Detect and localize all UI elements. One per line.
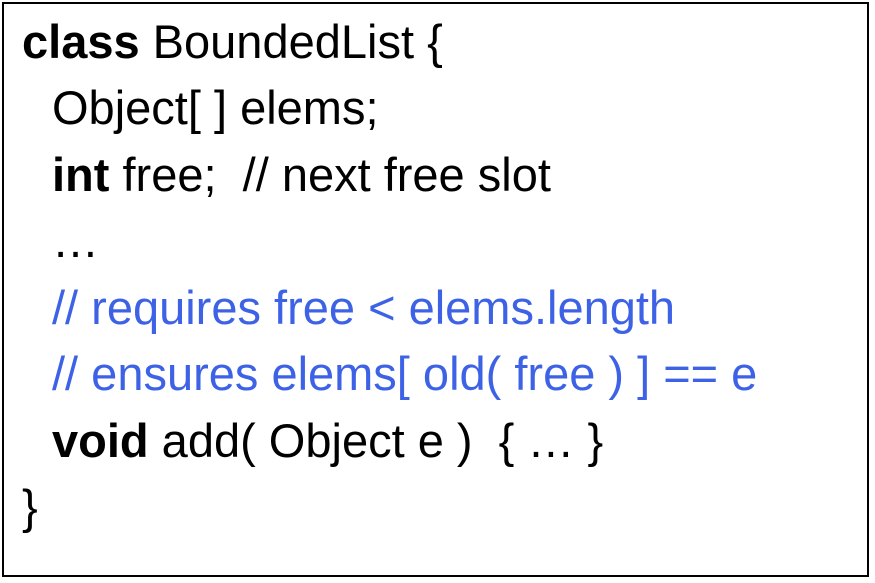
requires-comment-line: // requires free < elems.length — [52, 280, 675, 336]
field-elems-text: Object[ ] elems; — [52, 81, 379, 134]
keyword-class: class — [22, 15, 140, 68]
ellipsis-text: … — [52, 214, 99, 267]
method-add-line: void add( Object e ) { … } — [52, 413, 603, 469]
field-free-text: free; // next free slot — [109, 148, 551, 201]
class-declaration-line: class BoundedList { — [22, 14, 443, 70]
method-add-text: add( Object e ) { … } — [148, 414, 604, 467]
ellipsis-line: … — [52, 213, 99, 269]
keyword-void: void — [52, 414, 149, 467]
field-elems-line: Object[ ] elems; — [52, 80, 379, 136]
ensures-comment-text: // ensures elems[ old( free ) ] == e — [52, 347, 758, 400]
requires-comment-text: // requires free < elems.length — [52, 281, 676, 334]
code-listing: class BoundedList { Object[ ] elems; int… — [2, 2, 869, 577]
keyword-int: int — [52, 148, 110, 201]
closing-brace-text: } — [22, 480, 38, 533]
field-free-line: int free; // next free slot — [52, 147, 551, 203]
closing-brace-line: } — [22, 479, 38, 535]
class-name-text: BoundedList { — [139, 15, 443, 68]
ensures-comment-line: // ensures elems[ old( free ) ] == e — [52, 346, 757, 402]
